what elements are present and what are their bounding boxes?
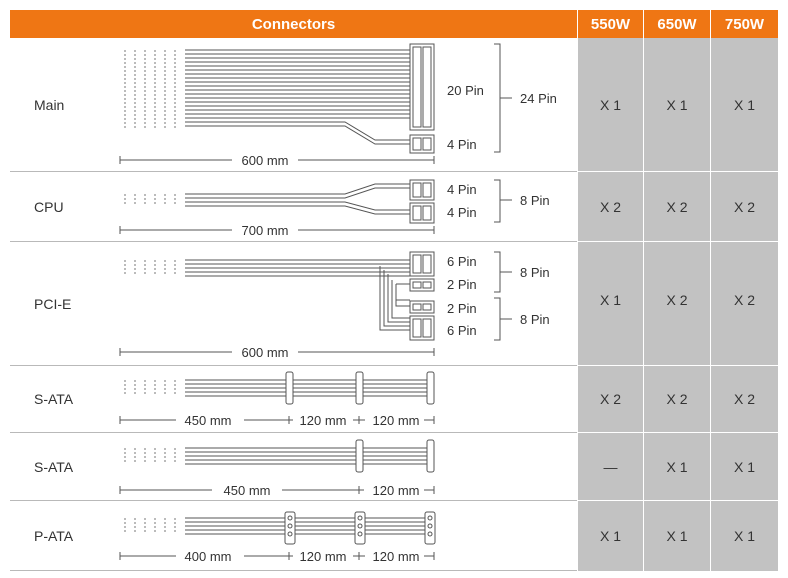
pata-cable-diagram: [119, 511, 436, 560]
qty-pcie-750w: X 2: [733, 292, 755, 308]
qty-main-650w: X 1: [666, 96, 688, 113]
qty-main-550w: X 1: [599, 96, 621, 113]
row-divider: [578, 365, 778, 366]
pata-seg-3: 120 mm: [373, 549, 420, 564]
quantity-column-bg: [578, 38, 778, 571]
cpu-pin-4b: 4 Pin: [447, 205, 477, 220]
qty-sata2-550w: —: [603, 458, 618, 475]
row-divider: [10, 500, 577, 501]
pcie-pin-total-b: 8 Pin: [520, 312, 550, 327]
row-divider: [10, 365, 577, 366]
cpu-pin-total: 8 Pin: [520, 193, 550, 208]
qty-cpu-650w: X 2: [666, 198, 688, 215]
pcie-pin-2b: 2 Pin: [447, 301, 477, 316]
row-divider: [10, 432, 577, 433]
qty-sata2-650w: X 1: [666, 458, 688, 475]
header-connectors: Connectors: [10, 10, 577, 38]
qty-sata1-750w: X 2: [733, 391, 755, 407]
column-divider: [710, 38, 711, 571]
main-length-label: 600 mm: [242, 153, 289, 168]
main-pin-total: 24 Pin: [520, 91, 557, 106]
pcie-pin-2a: 2 Pin: [447, 277, 477, 292]
row-label-sata-1: S-ATA: [34, 391, 74, 407]
qty-pcie-650w: X 2: [666, 292, 688, 308]
qty-cpu-550w: X 2: [599, 198, 621, 215]
pcie-length-label: 600 mm: [242, 345, 289, 360]
row-divider: [578, 241, 778, 242]
header-model-650w: 650W: [644, 10, 710, 38]
main-cable-diagram: [119, 43, 512, 164]
main-pin-4: 4 Pin: [447, 137, 477, 152]
header-model-550w: 550W: [578, 10, 643, 38]
row-divider: [10, 171, 577, 172]
row-label-pcie: PCI-E: [34, 295, 72, 312]
qty-pata-550w: X 1: [599, 527, 621, 544]
sata2-seg-1: 450 mm: [224, 483, 271, 498]
row-label-main: Main: [34, 96, 65, 113]
row-label-sata-2: S-ATA: [34, 458, 74, 475]
main-pin-20: 20 Pin: [447, 83, 484, 98]
row-label-cpu: CPU: [34, 198, 64, 215]
pcie-pin-6b: 6 Pin: [447, 323, 477, 338]
pata-seg-1: 400 mm: [185, 549, 232, 564]
header-model-750w: 750W: [711, 10, 778, 38]
qty-sata2-750w: X 1: [733, 458, 755, 475]
row-divider: [578, 171, 778, 172]
sata2-seg-2: 120 mm: [373, 483, 420, 498]
qty-pcie-550w: X 1: [599, 292, 621, 308]
qty-sata1-650w: X 2: [666, 391, 688, 407]
cpu-cable-diagram: [119, 179, 512, 234]
sata1-cable-diagram: [119, 371, 435, 424]
row-label-pata: P-ATA: [34, 527, 74, 544]
qty-cpu-750w: X 2: [733, 198, 755, 215]
qty-pata-750w: X 1: [733, 527, 755, 544]
pcie-cable-diagram: [119, 251, 512, 356]
sata2-cable-diagram: [119, 439, 435, 494]
pata-seg-2: 120 mm: [300, 549, 347, 564]
row-divider: [10, 570, 577, 571]
cpu-pin-4a: 4 Pin: [447, 182, 477, 197]
pcie-pin-total-a: 8 Pin: [520, 265, 550, 280]
sata1-seg-3: 120 mm: [373, 413, 420, 428]
row-divider: [578, 500, 778, 501]
sata1-seg-2: 120 mm: [300, 413, 347, 428]
row-divider: [578, 432, 778, 433]
cpu-length-label: 700 mm: [242, 223, 289, 238]
pcie-pin-6a: 6 Pin: [447, 254, 477, 269]
qty-main-750w: X 1: [733, 96, 755, 113]
sata1-seg-1: 450 mm: [185, 413, 232, 428]
row-divider: [10, 241, 577, 242]
qty-pata-650w: X 1: [666, 527, 688, 544]
column-divider: [643, 38, 644, 571]
qty-sata1-550w: X 2: [599, 391, 621, 407]
